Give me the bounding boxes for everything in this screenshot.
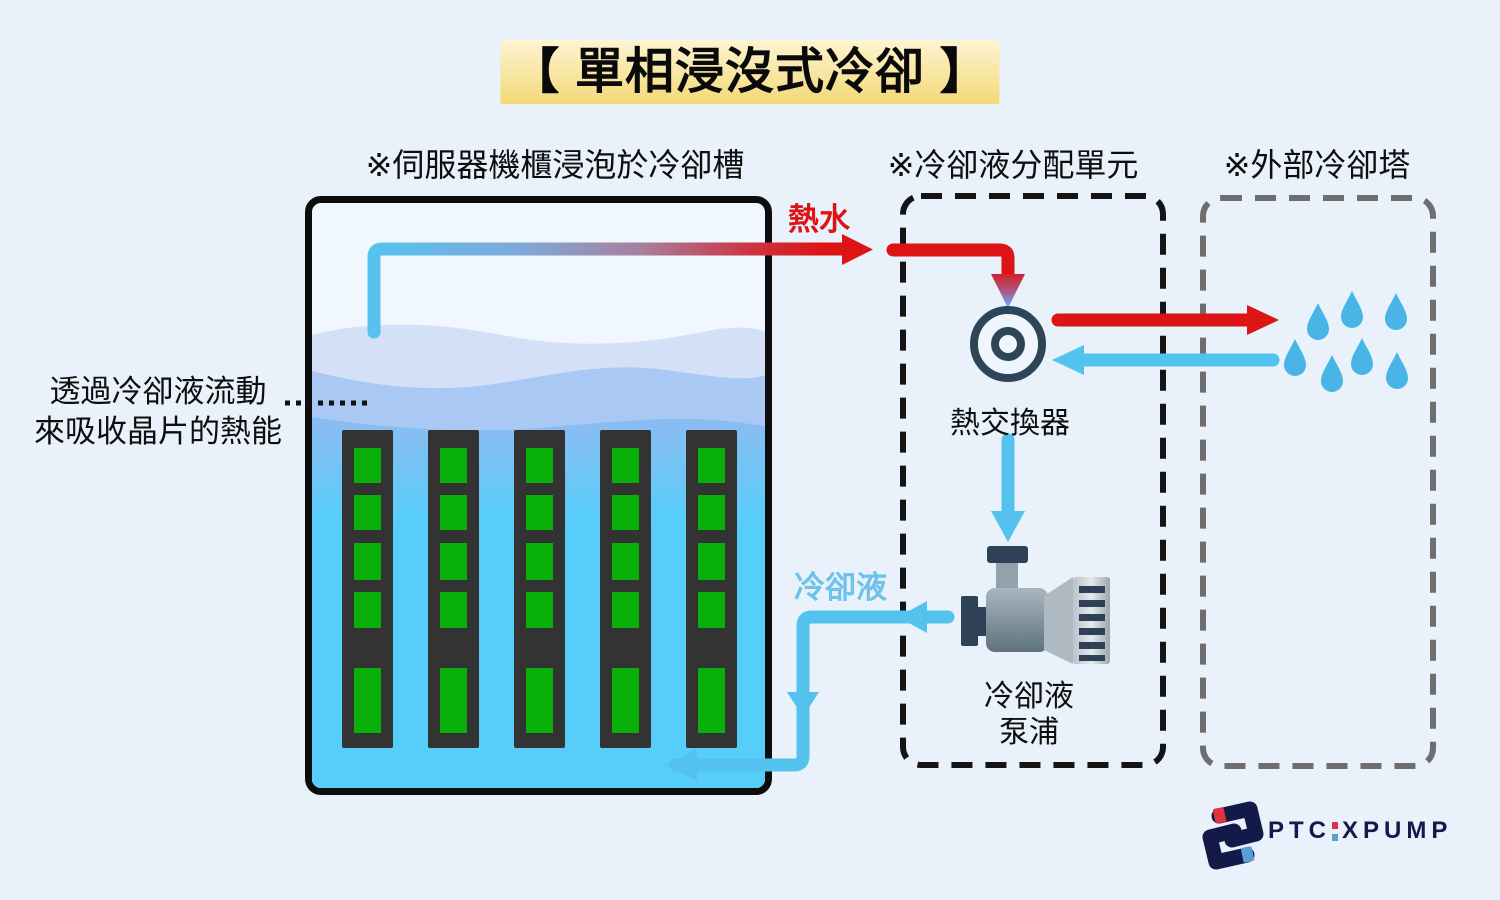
cdu-section-label: ※冷卻液分配單元 <box>887 147 1139 183</box>
immersion-tank <box>305 196 772 795</box>
server-chip <box>698 495 725 530</box>
server-chip <box>354 543 381 580</box>
coolant-label: 冷卻液 <box>794 570 887 605</box>
logo-text-left: PTC <box>1268 817 1331 844</box>
server-chip <box>612 448 639 483</box>
water-droplet-icon <box>1284 339 1306 376</box>
annotation-line1: 透過冷卻液流動 <box>49 374 267 409</box>
heat-exchanger-icon <box>970 306 1046 382</box>
water-droplet-icon <box>1385 293 1407 330</box>
water-droplet-icon <box>1351 338 1373 375</box>
server-racks-layer <box>312 203 765 788</box>
server-chip <box>612 592 639 628</box>
page-title: 【 單相浸沒式冷卻 】 <box>500 40 1000 104</box>
server-chip <box>698 592 725 628</box>
logo-colon-icon <box>1332 821 1338 841</box>
heat-exchanger-label: 熱交換器 <box>950 407 1070 440</box>
server-chip <box>612 495 639 530</box>
server-chip <box>698 668 725 733</box>
annotation-line2: 來吸收晶片的熱能 <box>34 414 282 449</box>
server-chip <box>612 543 639 580</box>
server-chip <box>354 448 381 483</box>
pump-label-line1: 冷卻液 <box>984 680 1074 713</box>
server-chip <box>354 495 381 530</box>
server-rack <box>428 430 479 748</box>
water-droplets-group <box>1284 291 1408 392</box>
server-chip <box>354 668 381 733</box>
pump-label-line2: 泵浦 <box>999 716 1059 749</box>
server-chip <box>354 592 381 628</box>
server-chip <box>526 592 553 628</box>
logo-wordmark: PTC XPUMP <box>1268 817 1452 845</box>
server-chip <box>526 543 553 580</box>
server-chip <box>612 668 639 733</box>
water-droplet-icon <box>1307 303 1329 340</box>
server-chip <box>440 495 467 530</box>
ptcxpump-logo-icon <box>1202 801 1264 870</box>
hot-water-label: 熱水 <box>788 202 850 237</box>
server-chip <box>526 448 553 483</box>
cdu-hot-pipe <box>886 243 1015 283</box>
cdu-hot-arrowhead <box>991 274 1025 308</box>
hx-to-pump-arrow <box>991 433 1025 542</box>
server-chip <box>440 592 467 628</box>
server-chip <box>526 668 553 733</box>
cooling-tower-dashed-box <box>1200 195 1436 769</box>
coolant-liquid <box>312 203 765 788</box>
server-chip <box>440 448 467 483</box>
server-chip <box>526 495 553 530</box>
server-rack <box>342 430 393 748</box>
water-droplet-icon <box>1341 291 1363 328</box>
water-droplet-icon <box>1321 355 1343 392</box>
coolant-pump-icon <box>961 546 1110 664</box>
server-rack <box>514 430 565 748</box>
server-chip <box>440 543 467 580</box>
logo-text-right: XPUMP <box>1342 817 1453 844</box>
hx-to-tower-arrow <box>1051 305 1279 335</box>
coolant-waves <box>312 324 765 788</box>
server-chip <box>698 448 725 483</box>
server-chip <box>440 668 467 733</box>
tank-section-label: ※伺服器機櫃浸泡於冷卻槽 <box>365 147 745 183</box>
server-rack <box>600 430 651 748</box>
tower-section-label: ※外部冷卻塔 <box>1223 147 1411 183</box>
server-chip <box>698 543 725 580</box>
water-droplet-icon <box>1386 352 1408 389</box>
tower-to-hx-arrow <box>1052 345 1280 375</box>
server-rack <box>686 430 737 748</box>
